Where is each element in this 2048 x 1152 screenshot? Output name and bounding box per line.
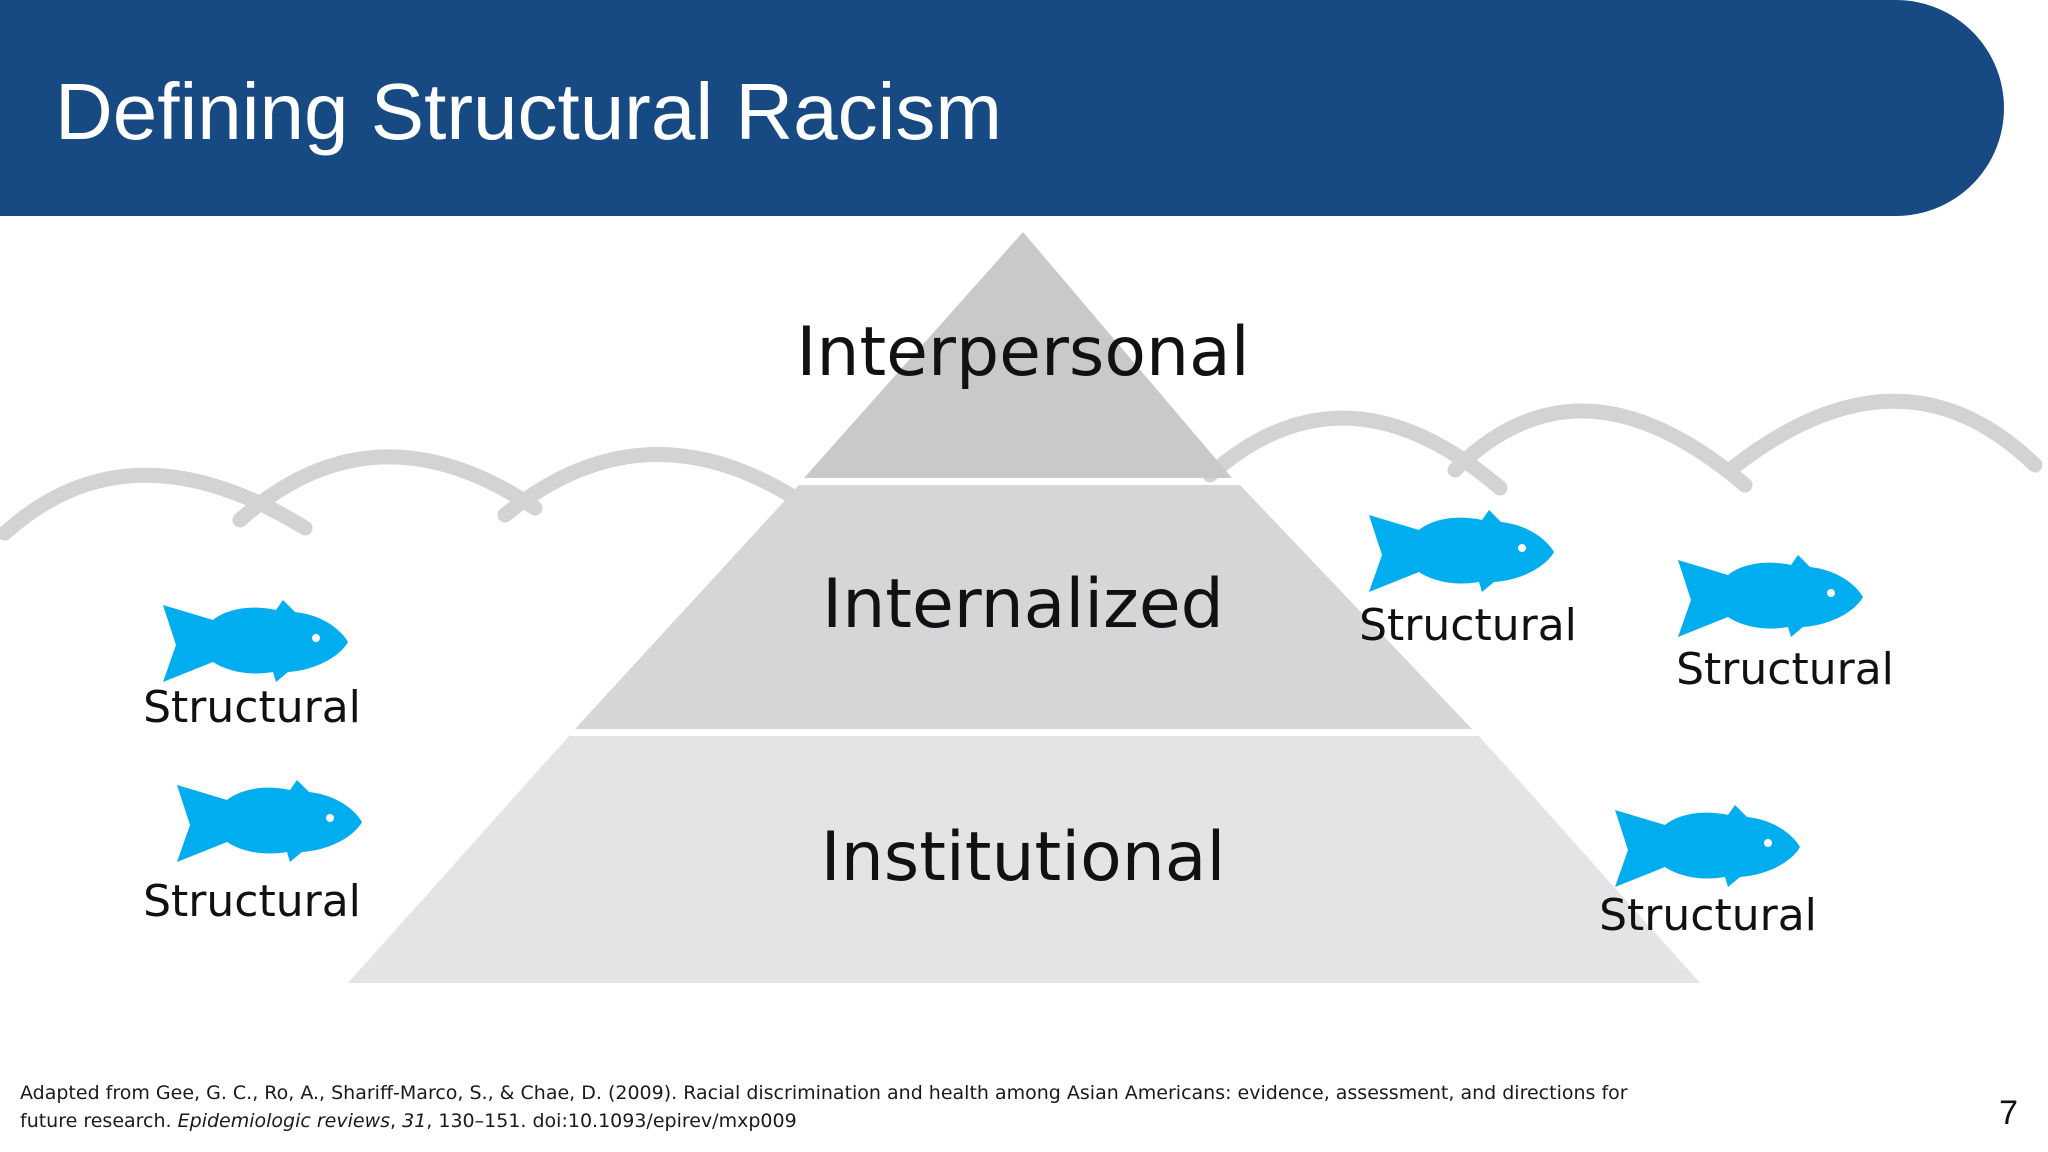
pyramid-tier-interpersonal <box>804 232 1232 478</box>
wave-4 <box>1202 410 1508 496</box>
pyramid <box>348 232 1700 983</box>
fish-icon <box>1678 555 1863 637</box>
citation-journal: Epidemiologic reviews <box>177 1110 391 1132</box>
citation: Adapted from Gee, G. C., Ro, A., Shariff… <box>20 1082 1628 1132</box>
citation-pages: , 130–151. doi:10.1093/epirev/mxp009 <box>426 1110 797 1132</box>
fish-label: Structural <box>1359 600 1577 651</box>
fish-icon <box>177 780 362 862</box>
page-number: 7 <box>1999 1094 2018 1132</box>
tier-label-internalized: Internalized <box>822 565 1224 644</box>
tier-label-interpersonal: Interpersonal <box>796 313 1249 392</box>
wave-6 <box>1722 393 2043 478</box>
wave-5 <box>1447 403 1753 493</box>
fish-label: Structural <box>1676 644 1894 695</box>
citation-text: Adapted from Gee, G. C., Ro, A., Shariff… <box>20 1082 1628 1132</box>
fish-group <box>163 510 1863 887</box>
wave-2 <box>232 449 543 528</box>
pyramid-tier-institutional <box>348 736 1700 983</box>
wave-3 <box>497 447 798 523</box>
fish-label: Structural <box>1599 890 1817 941</box>
fish-icon <box>1369 510 1554 592</box>
slide-title: Defining Structural Racism <box>55 67 1002 156</box>
citation-volume: 31 <box>402 1110 427 1132</box>
pyramid-tier-internalized <box>575 485 1472 729</box>
title-bar: Defining Structural Racism <box>0 0 2004 216</box>
fish-icon <box>1615 805 1800 887</box>
tier-label-institutional: Institutional <box>821 818 1226 897</box>
fish-label: Structural <box>143 682 361 733</box>
fish-icon <box>163 600 348 682</box>
waves <box>0 393 2043 541</box>
fish-label: Structural <box>143 876 361 927</box>
